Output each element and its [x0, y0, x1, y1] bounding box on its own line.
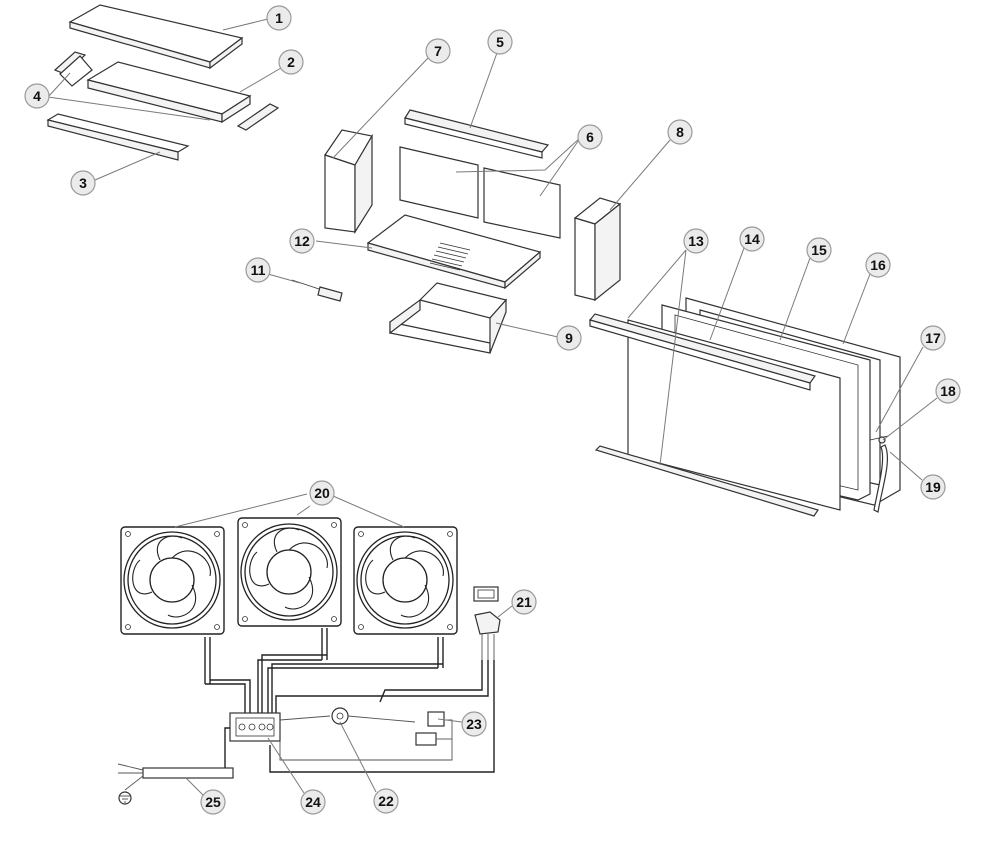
svg-text:17: 17	[925, 330, 941, 346]
part-17-19-handle	[869, 435, 889, 513]
svg-text:4: 4	[33, 88, 41, 104]
svg-text:1: 1	[275, 10, 283, 26]
callout-19: 19	[920, 474, 946, 500]
part-6-back-panels	[399, 146, 561, 239]
callout-2: 2	[278, 49, 304, 75]
svg-text:12: 12	[294, 233, 310, 249]
svg-text:11: 11	[251, 262, 266, 278]
part-5-top-rail	[404, 109, 550, 159]
fan-3	[353, 526, 458, 635]
svg-text:16: 16	[870, 257, 886, 273]
callout-5: 5	[487, 29, 513, 55]
svg-text:14: 14	[744, 231, 760, 247]
callout-3: 3	[70, 170, 96, 196]
svg-text:21: 21	[516, 594, 532, 610]
svg-text:19: 19	[925, 479, 941, 495]
svg-text:7: 7	[434, 43, 442, 59]
part-2-insulation-board	[86, 61, 252, 124]
callout-16: 16	[865, 252, 891, 278]
part-7-side-panel	[324, 129, 373, 235]
callout-21: 21	[511, 589, 537, 615]
callout-20: 20	[309, 480, 335, 506]
callout-9: 9	[556, 325, 582, 351]
wiring-harness	[117, 628, 495, 805]
callout-12: 12	[289, 228, 315, 254]
part-4-brackets	[53, 51, 280, 131]
svg-text:23: 23	[466, 716, 482, 732]
svg-text:2: 2	[287, 54, 295, 70]
part-21-rocker-switch	[473, 586, 501, 660]
part-9-ash-drawer	[389, 282, 508, 354]
svg-text:18: 18	[940, 383, 956, 399]
callout-22: 22	[373, 788, 399, 814]
fan-1	[120, 526, 225, 635]
svg-text:3: 3	[79, 175, 87, 191]
callout-13: 13	[683, 228, 709, 254]
svg-text:9: 9	[565, 330, 573, 346]
svg-text:6: 6	[586, 129, 594, 145]
part-1-top-cover	[68, 4, 244, 70]
callout-4: 4	[24, 83, 50, 109]
fan-2	[237, 517, 342, 627]
callout-1: 1	[266, 5, 292, 31]
callout-18: 18	[935, 378, 961, 404]
callout-25: 25	[200, 789, 226, 815]
svg-text:22: 22	[378, 793, 394, 809]
callout-24: 24	[300, 789, 326, 815]
part-13-glass-rails	[588, 313, 819, 517]
svg-text:13: 13	[688, 233, 704, 249]
leader-lines	[47, 18, 938, 797]
callout-17: 17	[920, 325, 946, 351]
callout-11: 11	[245, 257, 271, 283]
callout-7: 7	[425, 38, 451, 64]
svg-text:24: 24	[305, 794, 321, 810]
svg-text:5: 5	[496, 34, 504, 50]
part-3-rail	[46, 113, 190, 161]
svg-text:20: 20	[314, 485, 330, 501]
part-8-side-panel	[573, 197, 622, 302]
svg-text:25: 25	[205, 794, 221, 810]
svg-text:15: 15	[811, 242, 827, 258]
callout-14: 14	[739, 226, 765, 252]
callout-23: 23	[461, 711, 487, 737]
callout-15: 15	[806, 237, 832, 263]
callout-8: 8	[667, 119, 693, 145]
callout-6: 6	[577, 124, 603, 150]
svg-text:8: 8	[676, 124, 684, 140]
